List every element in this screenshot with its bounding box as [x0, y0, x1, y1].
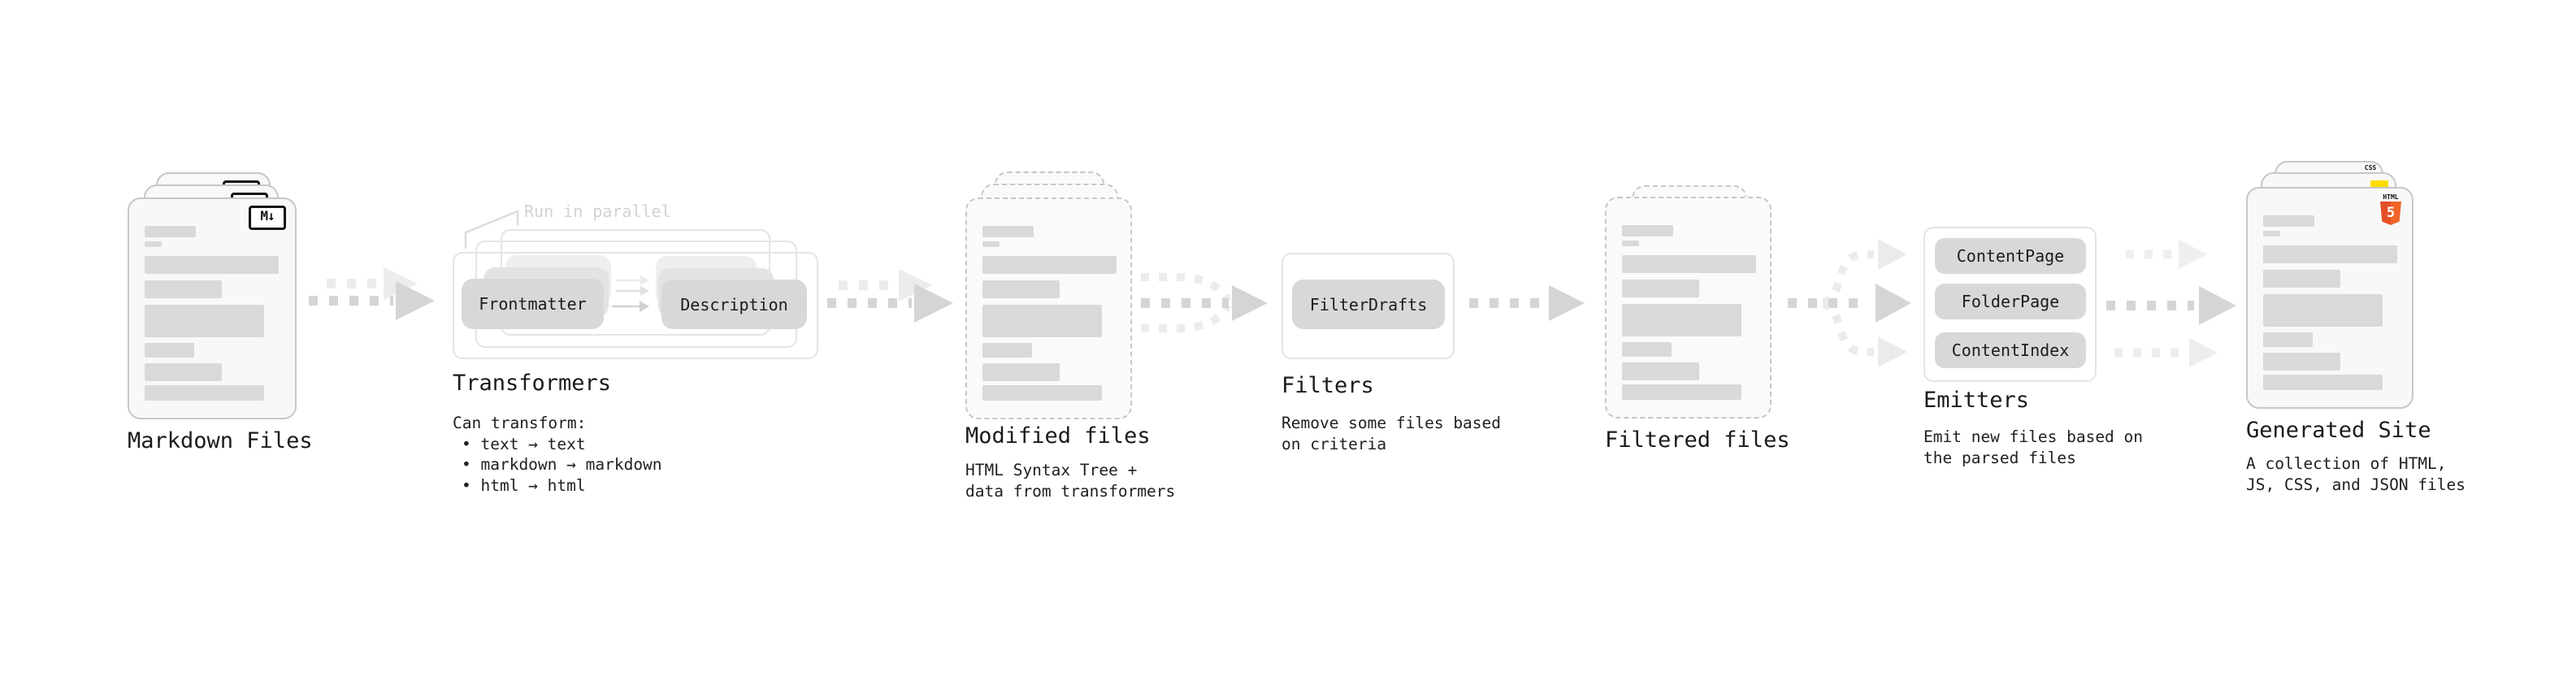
arrow-transformers-to-modified — [827, 284, 953, 323]
transform-bullet-text: • text → text — [462, 434, 586, 453]
js-file-icon — [2370, 180, 2388, 189]
transformer-box-frontmatter: Frontmatter — [462, 279, 604, 329]
transformers-subtitle-heading: Can transform: — [453, 414, 587, 432]
filters-subtitle-line: on criteria — [1281, 434, 1387, 453]
arrow-filters-to-filtered — [1469, 285, 1585, 321]
transformer-box-description: Description — [661, 280, 807, 329]
filters-title: Filters — [1281, 373, 1374, 398]
emitters-title: Emitters — [1923, 388, 2030, 413]
filters-frame — [1281, 253, 1455, 359]
arrow-modified-to-filters — [1141, 273, 1268, 332]
markdown-doc-front: M↓ — [128, 197, 297, 419]
emitters-subtitle-line: the parsed files — [1923, 448, 2076, 467]
emitter-box-contentpage: ContentPage — [1935, 238, 2086, 274]
arrow-emitters-to-generated-bottom — [2114, 338, 2218, 367]
emitters-frame — [1923, 227, 2097, 382]
emitter-box-contentindex: ContentIndex — [1935, 332, 2086, 368]
arrow-emitters-to-generated-top — [2126, 240, 2207, 269]
arrow-transformers-to-modified-ghost — [839, 269, 933, 301]
emitters-subtitle-line: Emit new files based on — [1923, 427, 2144, 446]
modified-subtitle-line: HTML Syntax Tree + — [965, 461, 1138, 479]
emitters-subtitle: Emit new files based on the parsed files — [1923, 427, 2143, 468]
generated-subtitle-line: A collection of HTML, — [2246, 454, 2447, 473]
arrow-filtered-to-emitters — [1788, 239, 1911, 367]
html5-file-icon: HTML 5 — [2380, 193, 2401, 225]
filters-subtitle-line: Remove some files based — [1281, 414, 1502, 432]
markdown-icon: M↓ — [249, 206, 286, 230]
transform-bullet-markdown: • markdown → markdown — [462, 455, 662, 474]
modified-files-subtitle: HTML Syntax Tree + data from transformer… — [965, 460, 1175, 501]
filtered-files-title: Filtered files — [1605, 427, 1790, 453]
markdown-files-title: Markdown Files — [128, 428, 313, 453]
transform-bullet-html: • html → html — [462, 475, 586, 495]
generated-site-subtitle: A collection of HTML, JS, CSS, and JSON … — [2246, 453, 2465, 495]
generated-subtitle-line: JS, CSS, and JSON files — [2246, 475, 2466, 494]
filters-subtitle: Remove some files based on criteria — [1281, 413, 1501, 454]
transformers-frame-front — [453, 252, 818, 359]
arrow-markdown-to-transformers — [309, 281, 435, 320]
modified-files-title: Modified files — [965, 423, 1151, 449]
generated-site-title: Generated Site — [2246, 418, 2431, 443]
arrow-emitters-to-generated-middle — [2106, 286, 2236, 325]
transformers-subtitle: Can transform: • text → text • markdown … — [453, 413, 662, 496]
modified-doc-front — [965, 197, 1132, 419]
emitter-box-folderpage: FolderPage — [1935, 284, 2086, 319]
generated-doc-front: HTML 5 — [2246, 187, 2413, 409]
arrow-markdown-to-transformers-ghost — [327, 267, 418, 300]
modified-subtitle-line: data from transformers — [965, 481, 1176, 501]
filtered-doc-front — [1605, 197, 1772, 419]
run-in-parallel-annotation: Run in parallel — [524, 202, 671, 221]
transformers-title: Transformers — [453, 371, 612, 396]
filter-box-filterdrafts: FilterDrafts — [1292, 280, 1445, 329]
